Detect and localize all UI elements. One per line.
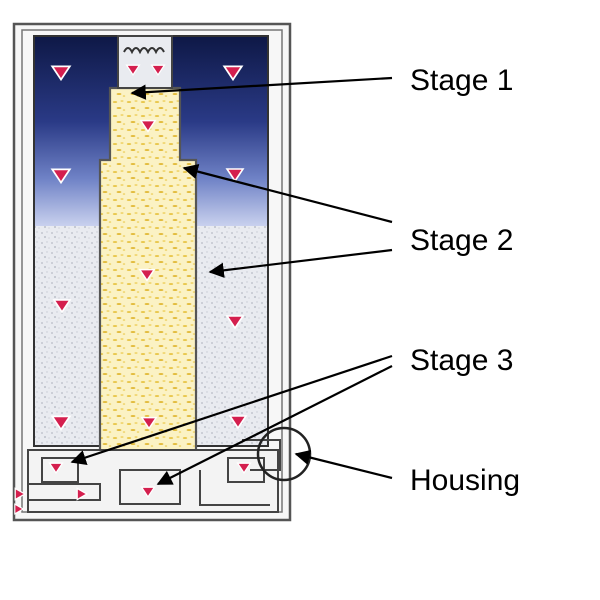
label-stage2: Stage 2 — [410, 224, 513, 257]
label-stage3: Stage 3 — [410, 344, 513, 377]
label-housing: Housing — [410, 464, 520, 497]
leader-stage3-b — [156, 365, 393, 485]
leader-housing — [294, 449, 393, 480]
bottom-channels — [27, 439, 281, 513]
label-stage1: Stage 1 — [410, 64, 513, 97]
leader-stage1 — [130, 76, 393, 100]
leader-lines — [70, 76, 393, 485]
leader-stage2-a — [182, 164, 393, 224]
leader-stage3-a — [70, 354, 393, 465]
leader-stage2-b — [208, 248, 393, 278]
